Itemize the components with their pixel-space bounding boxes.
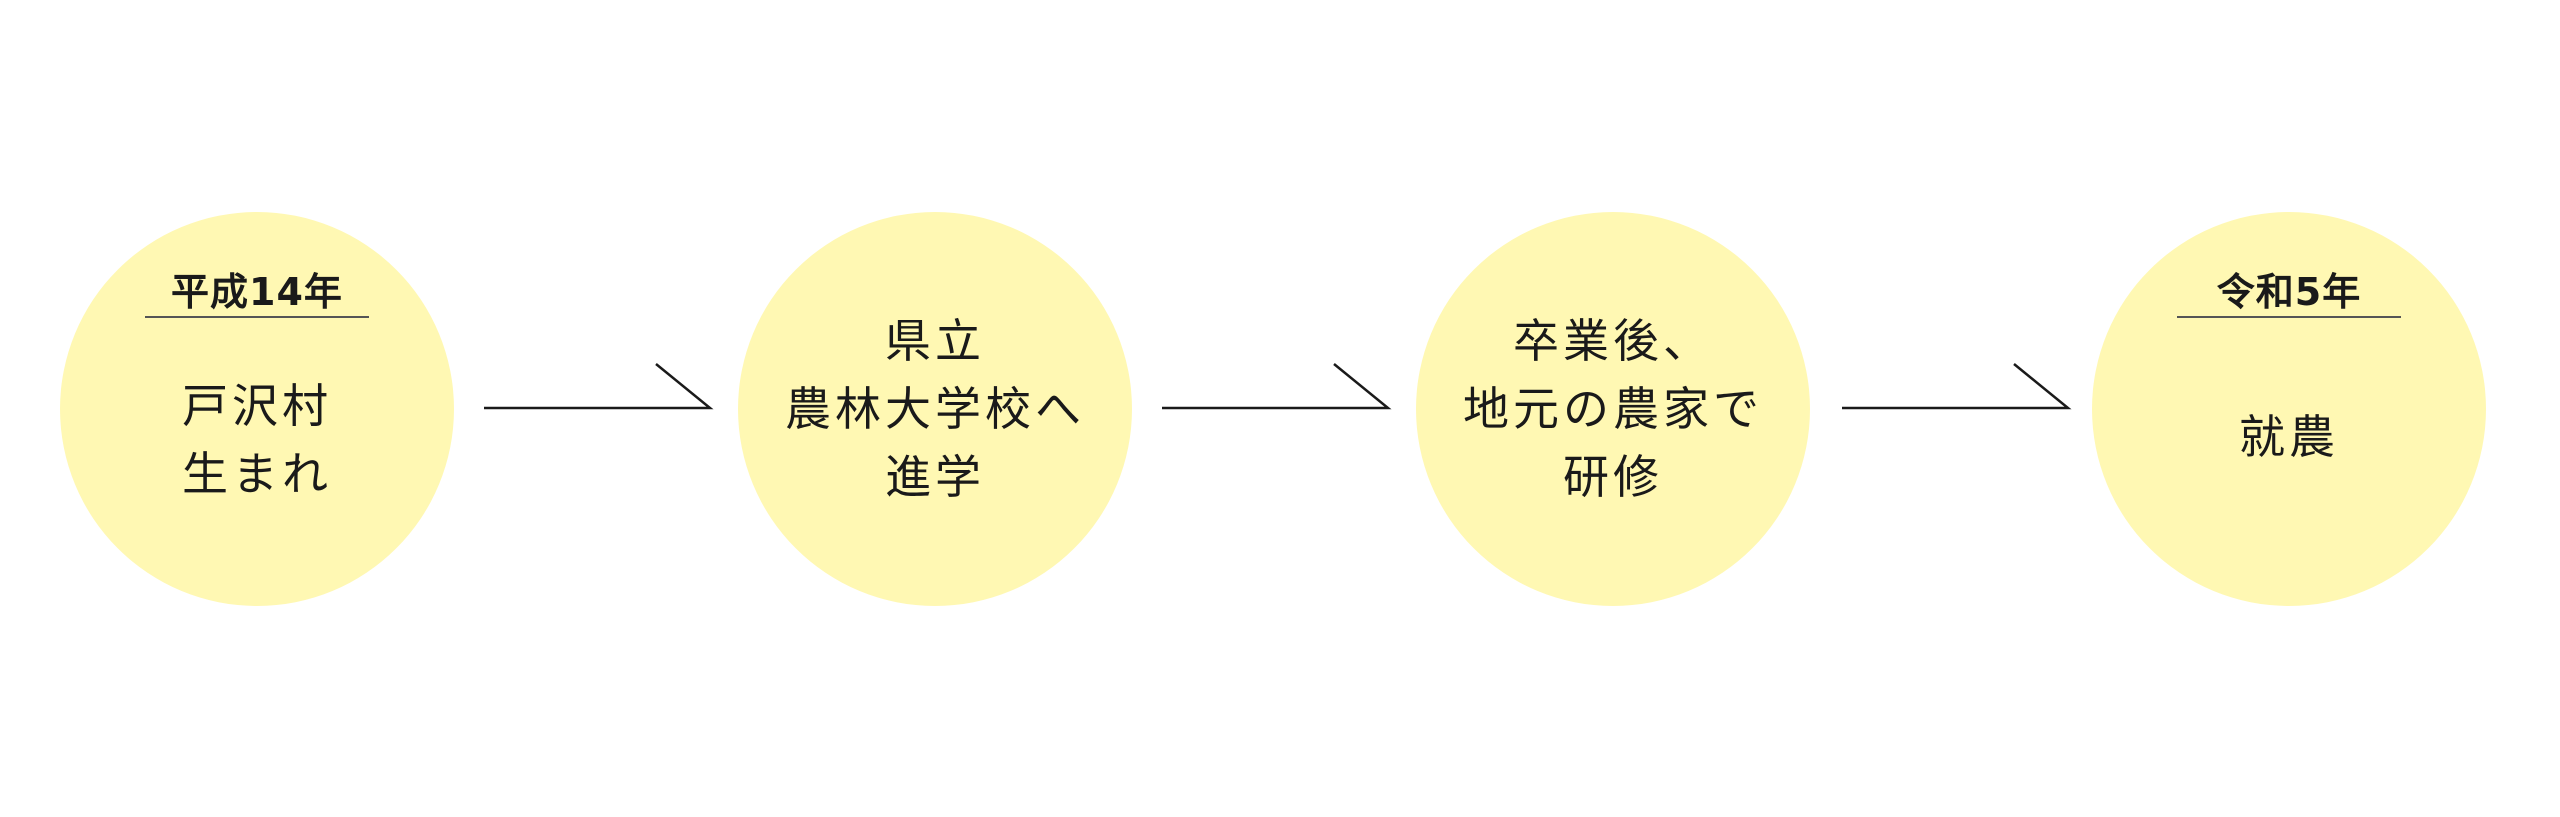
step-text-line: 進学 [885,450,985,504]
step-text-line: 戸沢村 [182,379,332,433]
step-description: 卒業後、 地元の農家で 研修 [1416,307,1810,511]
step-text-line: 就農 [2239,410,2339,464]
flow-arrow-icon [1162,363,1392,410]
flow-arrow-icon [1842,363,2072,410]
step-year-label: 平成14年 [171,270,343,314]
timeline-step-3: 卒業後、 地元の農家で 研修 [1416,212,1810,606]
step-text-line: 農林大学校へ [785,382,1085,436]
flow-arrow-icon [484,363,714,410]
step-description: 就農 [2092,403,2486,471]
step-year-label: 令和5年 [2216,270,2362,314]
timeline-step-2: 県立 農林大学校へ 進学 [738,212,1132,606]
year-underline [2177,316,2401,318]
timeline-step-4: 令和5年 就農 [2092,212,2486,606]
step-description: 県立 農林大学校へ 進学 [738,307,1132,511]
step-text-line: 地元の農家で [1463,382,1763,436]
step-text-line: 生まれ [182,447,332,501]
step-text-line: 卒業後、 [1513,314,1713,368]
step-text-line: 研修 [1563,450,1663,504]
step-text-line: 県立 [885,314,985,368]
year-underline [145,316,369,318]
timeline-step-1: 平成14年 戸沢村 生まれ [60,212,454,606]
step-description: 戸沢村 生まれ [60,372,454,508]
